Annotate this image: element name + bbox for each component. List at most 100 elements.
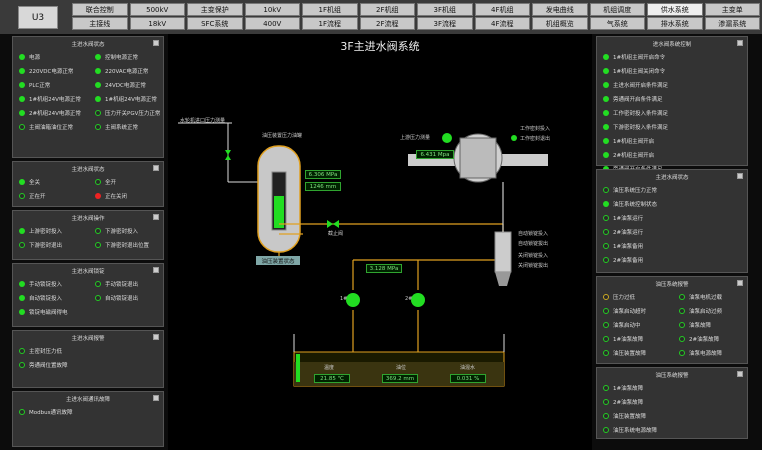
status-indicator-icon [603,229,609,235]
seal-valve-icon[interactable] [442,133,452,143]
nav-button[interactable]: 400V [244,17,300,30]
page-title: 3F主进水阀系统 [340,40,420,53]
nav-button[interactable]: 4F机组 [474,3,530,16]
nav-button[interactable]: 500kV [129,3,185,16]
status-label: 1#油泵故障 [613,386,644,392]
status-row: 主进水阀开启条件满足 [603,81,668,89]
status-row: 1#机组24V电源正常 [95,95,157,103]
nav-button[interactable]: 排水系统 [647,17,703,30]
nav-button[interactable]: 机组调度 [589,3,645,16]
panel-checkbox[interactable] [153,165,159,171]
nav-button[interactable]: 机组概览 [532,17,588,30]
nav-button[interactable]: 主接线 [72,17,128,30]
status-indicator-icon [19,362,25,368]
status-indicator-icon [19,82,25,88]
status-label: 油压系统电源故障 [613,428,658,434]
left-panel: 主进水阀报警主密封压力低旁通阀位置故障 [12,330,164,388]
status-indicator-icon [95,54,101,60]
status-indicator-icon [19,409,25,415]
unit-indicator: U3 [18,6,58,29]
nav-button[interactable]: 渗漏系统 [704,17,760,30]
nav-button[interactable]: 发电曲线 [532,3,588,16]
panel-checkbox[interactable] [153,40,159,46]
status-row: 油泵电源故障 [679,349,722,357]
status-row: 手动锁锭退出 [95,280,138,288]
status-indicator-icon [95,281,101,287]
sump-label-level: 油位 [396,365,407,371]
pump-1-label: 1# [340,296,348,302]
panel-checkbox[interactable] [737,280,743,286]
seal-state-2: 工作密封退出 [520,136,551,142]
nav-button[interactable]: 主变单 [704,3,760,16]
nav-button[interactable]: 主变保护 [187,3,243,16]
valve-pressure-label: 上游压力测量 [400,135,431,141]
panel-title: 主进水阀状态 [71,167,105,173]
lock-state-3: 关闭锁锭投入 [518,253,549,259]
panel-checkbox[interactable] [737,173,743,179]
status-label: 手动锁锭退出 [105,282,139,288]
panel-checkbox[interactable] [737,40,743,46]
status-label: 2#机组主阀开启 [613,153,655,159]
nav-button[interactable]: 3F流程 [417,17,473,30]
status-label: 自动锁锭投入 [29,296,63,302]
status-label: 油压系统压力正常 [613,188,658,194]
status-label: 1#机组主阀开启命令 [613,55,666,61]
nav-button[interactable]: 18kV [129,17,185,30]
inlet-valve-icon[interactable] [225,150,231,155]
panel-checkbox[interactable] [153,214,159,220]
status-row: PLC正常 [19,81,50,89]
gate-valve-icon[interactable] [327,220,333,228]
nav-button[interactable]: 1F流程 [302,17,358,30]
oil-pump-2-icon[interactable] [411,293,425,307]
panel-checkbox[interactable] [153,395,159,401]
status-label: 1#机组主阀开启 [613,139,655,145]
status-indicator-icon [19,242,25,248]
tank-status-button[interactable]: 油压装置状态 [256,256,300,265]
sump-temp-value: 21.85 ℃ [314,374,350,383]
panel-checkbox[interactable] [737,371,743,377]
status-indicator-icon [603,336,609,342]
status-row: 油压装置故障 [603,412,646,420]
panel-checkbox[interactable] [153,334,159,340]
status-row: 2#机组24V电源正常 [19,109,81,117]
nav-button[interactable]: 1F机组 [302,3,358,16]
oil-pump-1-icon[interactable] [346,293,360,307]
nav-button[interactable]: 供水系统 [647,3,703,16]
status-label: 上游密封投入 [29,229,63,235]
nav-button[interactable]: 2F机组 [359,3,415,16]
panel-title: 主进水阀状态 [655,175,689,181]
status-indicator-icon [95,295,101,301]
status-indicator-icon [19,179,25,185]
status-label: 下游密封投入条件满足 [613,125,669,131]
status-label: 油压装置故障 [613,414,647,420]
status-indicator-icon [603,294,609,300]
status-label: 下游密封退出 [29,243,63,249]
left-panel: 主进水阀通讯故障 Modbus通讯故障 [12,391,164,447]
status-label: 220VAC电源正常 [105,69,149,75]
nav-button[interactable]: 4F流程 [474,17,530,30]
panel-title: 主进水阀通讯故障 [65,397,110,403]
status-row: 油泵启动中 [603,321,641,329]
nav-button[interactable]: 联合控制 [72,3,128,16]
status-indicator-icon [19,96,25,102]
nav-button[interactable]: 3F机组 [417,3,473,16]
piping-diagram [178,122,548,387]
status-label: 24VDC电源正常 [105,83,146,89]
status-row: 旁通阀开启条件满足 [603,95,663,103]
nav-button[interactable]: 2F流程 [359,17,415,30]
nav-button[interactable]: SFC系统 [187,17,243,30]
status-row: 24VDC电源正常 [95,81,146,89]
status-indicator-icon [19,110,25,116]
status-label: 油压装置故障 [613,351,647,357]
status-label: 油泵故障 [689,323,712,329]
panel-title: 主进水阀操作 [71,216,105,222]
panel-title: 油压系统报警 [655,373,689,379]
tank-label: 油压装置压力油罐 [262,133,303,139]
status-row: Modbus通讯故障 [19,408,72,416]
panel-checkbox[interactable] [153,267,159,273]
status-indicator-icon [603,187,609,193]
status-label: 油泵启动超时 [613,309,647,315]
status-label: 全开 [105,180,117,186]
nav-button[interactable]: 10kV [244,3,300,16]
nav-button[interactable]: 气系统 [589,17,645,30]
